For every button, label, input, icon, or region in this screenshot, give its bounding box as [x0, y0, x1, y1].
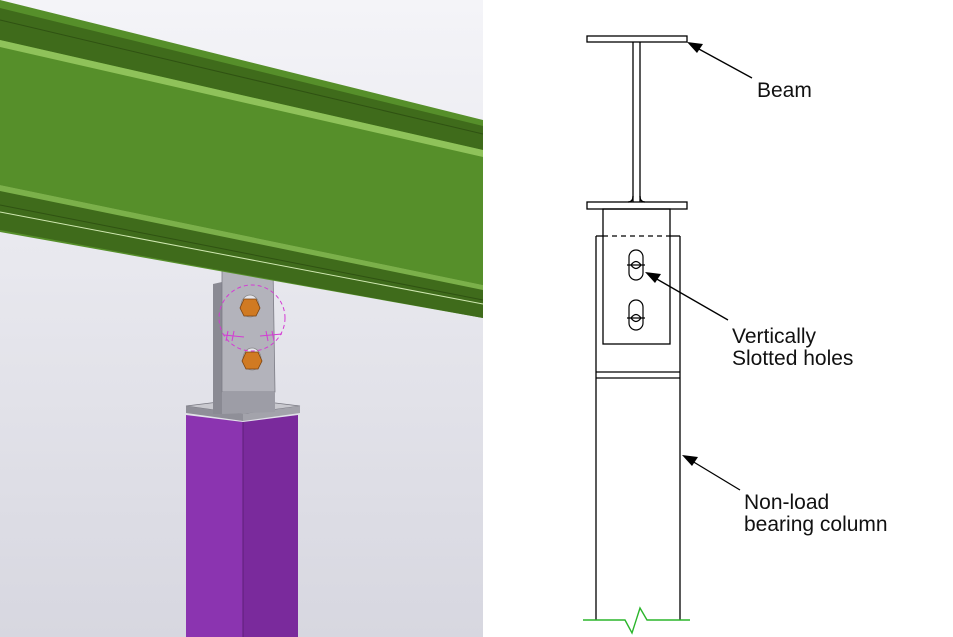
column-leader-arrow: [682, 455, 741, 491]
connection-plate: [602, 208, 671, 345]
beam-3d: [0, 0, 483, 318]
beam-leader-arrow: [687, 42, 753, 79]
slotted-holes-label: Vertically Slotted holes: [732, 326, 853, 370]
break-line: [583, 606, 690, 635]
column-3d: [186, 415, 298, 637]
slotted-hole-upper: [627, 249, 645, 281]
slotted-hole-lower: [627, 299, 645, 331]
elevation-drawing: [483, 0, 953, 637]
column-label-line2: bearing column: [744, 513, 888, 536]
beam-label-text: Beam: [757, 79, 812, 102]
bolt-group-selection-3d: [218, 284, 286, 352]
slotted-holes-label-line2: Slotted holes: [732, 347, 854, 370]
beam-label: Beam: [757, 80, 812, 102]
3d-model-view: [0, 0, 483, 637]
bolt-upper-3d: [239, 294, 261, 318]
column-section: [595, 235, 681, 620]
bolt-lower-3d: [241, 347, 263, 371]
column-label: Non-load bearing column: [744, 492, 888, 536]
beam-section: [586, 35, 688, 210]
slotted-holes-leader-arrow: [645, 272, 729, 321]
column-label-line1: Non-load: [744, 491, 830, 514]
slotted-holes-label-line1: Vertically: [732, 325, 817, 348]
